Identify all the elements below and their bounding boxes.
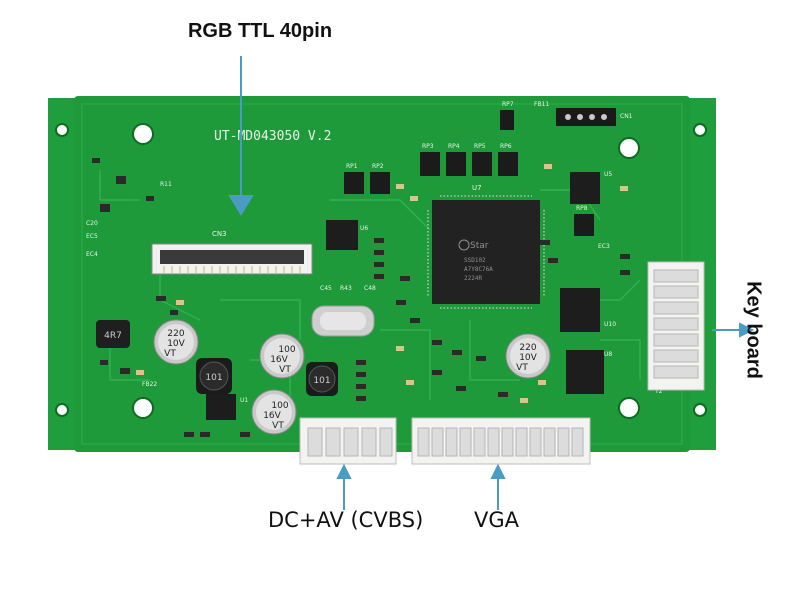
svg-text:RP8: RP8 bbox=[576, 205, 588, 212]
svg-text:EC4: EC4 bbox=[86, 251, 98, 258]
chip-brand-text: Star bbox=[470, 241, 489, 251]
chip-line-2: A7Y8C76A bbox=[464, 266, 493, 273]
svg-text:100: 100 bbox=[278, 345, 295, 355]
svg-text:4R7: 4R7 bbox=[104, 331, 122, 341]
svg-text:C48: C48 bbox=[364, 285, 376, 292]
svg-text:CN3: CN3 bbox=[212, 230, 227, 238]
cn1-connector bbox=[556, 108, 616, 126]
chip-line-1: SSD102 bbox=[464, 257, 486, 264]
rgb-ttl-label: RGB TTL 40pin bbox=[187, 20, 333, 42]
svg-text:10V: 10V bbox=[519, 353, 537, 363]
svg-text:U8: U8 bbox=[604, 351, 612, 358]
svg-text:RP2: RP2 bbox=[372, 163, 384, 170]
svg-text:101: 101 bbox=[205, 373, 222, 383]
svg-text:Y2: Y2 bbox=[654, 388, 663, 395]
board-model-text: UT-MD043050 V.2 bbox=[214, 129, 331, 144]
svg-text:VT: VT bbox=[164, 349, 176, 359]
svg-text:U7: U7 bbox=[472, 184, 482, 192]
right-ics bbox=[206, 288, 604, 420]
u6-chip bbox=[326, 220, 358, 250]
svg-text:VT: VT bbox=[272, 421, 284, 431]
svg-text:RP6: RP6 bbox=[500, 143, 512, 150]
svg-text:R43: R43 bbox=[340, 285, 352, 292]
svg-text:RP1: RP1 bbox=[346, 163, 358, 170]
smd-caps bbox=[136, 164, 628, 403]
main-chip-u7 bbox=[432, 200, 540, 304]
mounting-holes bbox=[55, 123, 707, 419]
svg-text:RP3: RP3 bbox=[422, 143, 434, 150]
svg-text:EC5: EC5 bbox=[86, 233, 98, 240]
svg-text:10V: 10V bbox=[167, 339, 185, 349]
svg-text:U10: U10 bbox=[604, 321, 616, 328]
svg-text:C20: C20 bbox=[86, 220, 98, 227]
callout-arrows bbox=[228, 56, 755, 510]
svg-text:VT: VT bbox=[279, 365, 291, 375]
svg-text:220: 220 bbox=[519, 343, 536, 353]
svg-text:RP5: RP5 bbox=[474, 143, 486, 150]
svg-text:VT: VT bbox=[516, 363, 528, 373]
svg-text:CN1: CN1 bbox=[620, 113, 633, 120]
svg-text:FB11: FB11 bbox=[534, 101, 549, 108]
svg-text:220: 220 bbox=[167, 329, 184, 339]
chip-line-3: 2224R bbox=[464, 275, 482, 282]
svg-text:FB22: FB22 bbox=[142, 381, 157, 388]
svg-text:101: 101 bbox=[313, 376, 330, 386]
smd-components bbox=[92, 158, 630, 437]
svg-text:100: 100 bbox=[271, 401, 288, 411]
vga-label: VGA bbox=[474, 508, 520, 532]
svg-text:U1: U1 bbox=[240, 397, 248, 404]
electrolytic-capacitors bbox=[153, 319, 551, 435]
svg-text:U5: U5 bbox=[604, 171, 612, 178]
svg-text:16V: 16V bbox=[270, 355, 288, 365]
svg-text:RP4: RP4 bbox=[448, 143, 460, 150]
dc-av-label: DC+AV (CVBS) bbox=[268, 508, 424, 532]
svg-text:EC3: EC3 bbox=[598, 243, 610, 250]
svg-text:16V: 16V bbox=[263, 411, 281, 421]
key-board-text: Key board bbox=[742, 281, 765, 379]
svg-text:C45: C45 bbox=[320, 285, 332, 292]
resistor-packs bbox=[344, 110, 594, 236]
svg-text:RP7: RP7 bbox=[502, 101, 514, 108]
svg-text:U6: U6 bbox=[360, 225, 368, 232]
inductors bbox=[96, 320, 338, 396]
svg-text:R11: R11 bbox=[160, 181, 172, 188]
u5-chip bbox=[570, 172, 600, 204]
